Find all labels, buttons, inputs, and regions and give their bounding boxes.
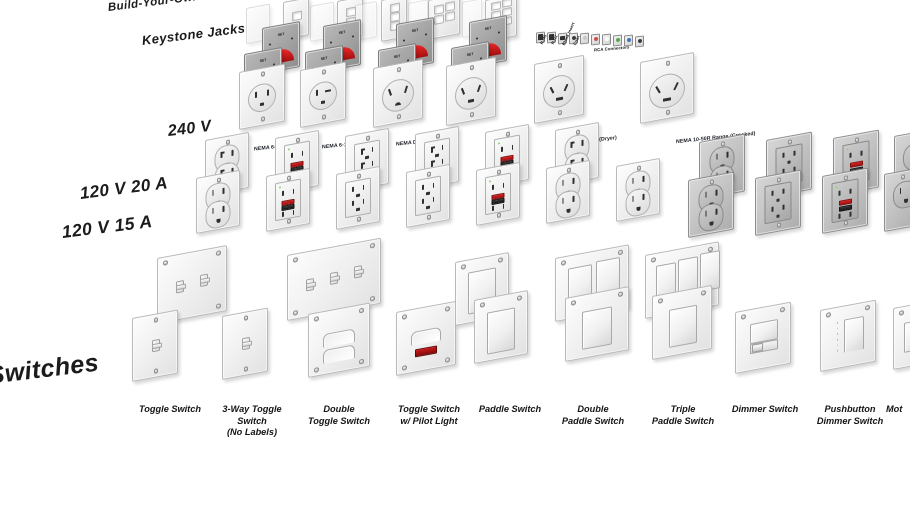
switch-triple-paddle[interactable] — [652, 284, 712, 360]
label-double-toggle-switch: Double Toggle Switch — [308, 404, 370, 426]
receptacle-10-30r — [543, 72, 575, 111]
motion-sensor-lens[interactable] — [904, 318, 910, 353]
dimmer-led-indicator — [835, 321, 840, 352]
toggle-lever[interactable] — [176, 279, 184, 294]
rca-jack-icon[interactable] — [635, 35, 645, 48]
rca-jack-icon[interactable] — [580, 32, 590, 45]
switch-double-toggle-front[interactable] — [308, 302, 370, 378]
label-240v: 240 V — [166, 117, 213, 140]
switch-pushbutton-dimmer[interactable] — [820, 299, 876, 372]
rca-jack-icon[interactable] — [602, 33, 612, 46]
label-120v-15a: 120 V 15 A — [60, 210, 154, 242]
switch-paddle[interactable] — [474, 289, 528, 364]
rca-jack-icon[interactable] — [591, 33, 601, 46]
receptacle-15a — [903, 140, 910, 173]
keystone-opening — [292, 10, 302, 22]
label-triple-paddle-switch: Triple Paddle Switch — [651, 404, 715, 426]
toggle-lever[interactable] — [330, 271, 338, 286]
gfci-face — [485, 172, 511, 216]
toggle-lever[interactable] — [200, 273, 208, 288]
paddle-lever[interactable] — [487, 307, 515, 355]
keystone-opening — [445, 10, 455, 22]
switch-dimmer[interactable] — [735, 301, 791, 374]
outlet-15a-decora[interactable] — [336, 165, 380, 230]
paddle-lever[interactable] — [582, 306, 612, 350]
outlet-15a-duplex-c[interactable] — [616, 157, 660, 222]
outlet-240v-nema-6-20r[interactable] — [300, 61, 346, 128]
label-build-your-own-wallplate: Build-Your-Own Wallplate — [107, 0, 257, 14]
label-keystone-jacks: Keystone Jacks — [141, 20, 247, 48]
decora-face — [415, 175, 441, 217]
switch-double-paddle[interactable] — [565, 286, 629, 362]
outlet-15a-duplex-b[interactable] — [546, 159, 590, 224]
outlet-240v-10-30r[interactable] — [534, 54, 584, 124]
outlet-15a-gfci[interactable] — [266, 167, 310, 232]
outlet-240v-dryer[interactable] — [373, 58, 423, 128]
paddle-lever[interactable] — [669, 304, 697, 348]
receptacle-30r — [455, 74, 487, 113]
gray-outlet-edge-b[interactable] — [884, 167, 910, 232]
receptacle-10-50r — [649, 70, 685, 112]
decora-face — [764, 181, 792, 225]
outlet-240v-nema-6-15r[interactable] — [239, 63, 285, 130]
toggle-lever[interactable] — [306, 277, 314, 292]
receptacle-dryer — [382, 76, 414, 115]
outlet-15a-duplex[interactable] — [196, 169, 240, 234]
label-toggle-switch-pilot-light: Toggle Switch w/ Pilot Light — [398, 404, 460, 426]
label-3way-toggle-switch: 3-Way Toggle Switch (No Labels) — [222, 404, 282, 438]
receptacle-240v — [309, 79, 337, 113]
label-paddle-switch: Paddle Switch — [478, 404, 542, 414]
label-switches: Switches — [0, 348, 101, 390]
outlet-240v-30r[interactable] — [446, 56, 496, 126]
switch-3way-toggle[interactable] — [222, 307, 268, 380]
toggle-lever[interactable] — [152, 338, 160, 353]
keystone-opening — [434, 14, 444, 25]
pushbutton-paddle[interactable] — [844, 315, 864, 353]
toggle-lever[interactable] — [242, 336, 250, 351]
gfci-face — [275, 178, 301, 222]
label-dimmer-switch: Dimmer Switch — [731, 404, 799, 414]
outlet-15a-gfci-b[interactable] — [476, 161, 520, 226]
pilot-light — [415, 345, 437, 358]
receptacle-15a — [893, 178, 910, 211]
switch-toggle-pilot-light[interactable] — [396, 300, 456, 376]
label-double-paddle-switch: Double Paddle Switch — [561, 404, 625, 426]
label-motion-sensor-switch: Mot — [886, 404, 903, 414]
switch-toggle[interactable] — [132, 309, 178, 382]
gray-outlet-decora-b[interactable] — [755, 169, 801, 236]
gray-outlet-duplex-b[interactable] — [688, 171, 734, 238]
decora-face — [345, 177, 371, 219]
switch-motion-sensor[interactable] — [893, 300, 910, 370]
rca-connectors-label: RCA Connectors — [594, 44, 630, 53]
outlet-15a-decora-b[interactable] — [406, 163, 450, 228]
outlet-240v-10-50r-range[interactable] — [640, 51, 694, 124]
toggle-lever[interactable] — [354, 265, 362, 279]
gfci-face — [831, 178, 859, 224]
label-120v-20a: 120 V 20 A — [78, 173, 169, 203]
label-toggle-switch: Toggle Switch — [139, 404, 201, 414]
receptacle-240v — [248, 81, 276, 115]
label-pushbutton-dimmer-switch: Pushbutton Dimmer Switch — [816, 404, 884, 426]
paddle-lever[interactable] — [411, 326, 441, 347]
gray-outlet-gfci-b[interactable] — [822, 167, 868, 234]
